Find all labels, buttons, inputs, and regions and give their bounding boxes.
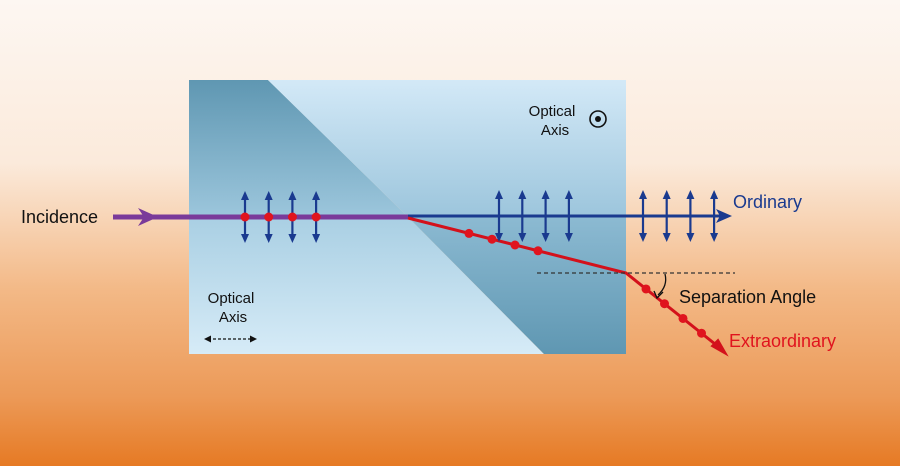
polarization-dot-icon [240, 212, 250, 222]
vertical-polarization-arrow-icon [686, 190, 695, 242]
extraordinary-polarization-markers [464, 228, 706, 338]
polarization-dot-icon [311, 212, 321, 222]
vertical-polarization-arrow-icon [541, 190, 550, 242]
ordinary-label: Ordinary [733, 192, 802, 212]
ordinary-beam [408, 209, 732, 223]
separation-angle-label: Separation Angle [679, 287, 816, 307]
extraordinary-arrowhead-icon [710, 338, 729, 357]
polarization-dot-icon [678, 313, 688, 323]
incidence-beam [113, 208, 408, 226]
vertical-polarization-arrow-icon [495, 190, 503, 242]
optical-axis-left-label-line2: Axis [219, 309, 247, 326]
incidence-label: Incidence [21, 207, 98, 227]
dot-in-circle-icon [589, 110, 607, 128]
polarization-dot-icon [487, 234, 497, 244]
polarization-dot-icon [641, 284, 651, 294]
incidence-arrowhead-icon [138, 208, 158, 226]
polarization-dot-icon [697, 328, 706, 338]
extraordinary-label: Extraordinary [729, 331, 836, 351]
double-headed-dashed-arrow-icon [204, 335, 257, 343]
extraordinary-beam [407, 216, 729, 357]
polarization-dot-icon [533, 246, 543, 256]
optical-axis-left-label-line1: Optical [208, 290, 255, 307]
polarization-dot-icon [510, 240, 520, 250]
vertical-polarization-arrow-icon [710, 190, 719, 242]
prism-right-upper [268, 80, 626, 217]
vertical-polarization-arrow-icon [564, 190, 573, 242]
prism-right-lower [408, 217, 626, 354]
polarization-dot-icon [287, 212, 297, 222]
separation-angle-arc-icon [657, 273, 667, 296]
ordinary-arrowhead-icon [716, 209, 732, 223]
optical-axis-right-label-line1: Optical [529, 103, 576, 120]
polarization-dot-icon [264, 212, 274, 222]
incidence-polarization-markers [240, 191, 321, 243]
vertical-polarization-arrow-icon [662, 190, 671, 242]
prism [189, 80, 626, 354]
vertical-polarization-arrow-icon [639, 190, 647, 242]
prism-left-lower [189, 217, 544, 354]
optical-axis-right-label-line2: Axis [541, 122, 569, 139]
polarization-dot-icon [464, 228, 474, 238]
ordinary-polarization-markers [495, 190, 719, 242]
separation-angle-arrowhead-icon [653, 290, 664, 300]
polarization-dot-icon [660, 299, 669, 309]
prism-left-upper [189, 80, 408, 217]
vertical-polarization-arrow-icon [518, 190, 527, 242]
